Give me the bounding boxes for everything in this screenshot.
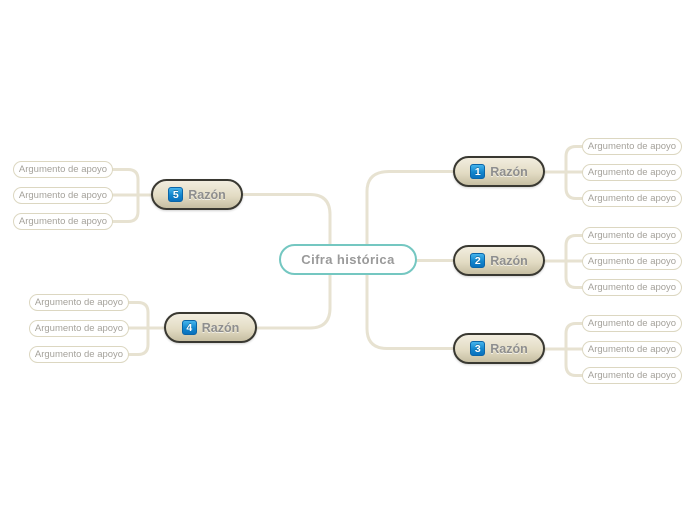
argument-label: Argumento de apoyo <box>34 297 124 308</box>
argument-node[interactable]: Argumento de apoyo <box>582 367 682 384</box>
argument-label: Argumento de apoyo <box>18 164 108 175</box>
argument-node[interactable]: Argumento de apoyo <box>13 161 113 178</box>
argument-label: Argumento de apoyo <box>587 282 677 293</box>
branch-number-badge: 4 <box>181 320 197 335</box>
argument-label: Argumento de apoyo <box>587 256 677 267</box>
branch-number-badge: 3 <box>470 341 486 356</box>
branch-label: Razón <box>490 341 528 356</box>
branch-node-3[interactable]: 3 Razón <box>453 333 545 364</box>
branch-label: Razón <box>490 253 528 268</box>
argument-node[interactable]: Argumento de apoyo <box>582 253 682 270</box>
branch-label: Razón <box>490 164 528 179</box>
argument-node[interactable]: Argumento de apoyo <box>582 227 682 244</box>
argument-node[interactable]: Argumento de apoyo <box>582 315 682 332</box>
argument-label: Argumento de apoyo <box>34 323 124 334</box>
argument-node[interactable]: Argumento de apoyo <box>582 138 682 155</box>
branch-node-1[interactable]: 1 Razón <box>453 156 545 187</box>
branch-label: Razón <box>201 320 240 335</box>
branch-node-5[interactable]: 5 Razón <box>151 179 243 210</box>
argument-label: Argumento de apoyo <box>587 193 677 204</box>
root-label: Cifra histórica <box>301 252 395 267</box>
argument-label: Argumento de apoyo <box>587 318 677 329</box>
argument-node[interactable]: Argumento de apoyo <box>29 346 129 363</box>
argument-node[interactable]: Argumento de apoyo <box>29 320 129 337</box>
argument-label: Argumento de apoyo <box>18 190 108 201</box>
branch-number-badge: 2 <box>470 253 486 268</box>
argument-label: Argumento de apoyo <box>587 370 677 381</box>
argument-label: Argumento de apoyo <box>34 349 124 360</box>
argument-node[interactable]: Argumento de apoyo <box>582 190 682 207</box>
argument-node[interactable]: Argumento de apoyo <box>29 294 129 311</box>
root-node[interactable]: Cifra histórica <box>279 244 417 275</box>
argument-label: Argumento de apoyo <box>587 167 677 178</box>
branch-number-badge: 5 <box>168 187 184 202</box>
argument-label: Argumento de apoyo <box>587 230 677 241</box>
argument-label: Argumento de apoyo <box>587 344 677 355</box>
argument-node[interactable]: Argumento de apoyo <box>582 279 682 296</box>
argument-label: Argumento de apoyo <box>587 141 677 152</box>
branch-node-4[interactable]: 4 Razón <box>164 312 257 343</box>
argument-node[interactable]: Argumento de apoyo <box>582 341 682 358</box>
argument-label: Argumento de apoyo <box>18 216 108 227</box>
argument-node[interactable]: Argumento de apoyo <box>13 187 113 204</box>
argument-node[interactable]: Argumento de apoyo <box>582 164 682 181</box>
argument-node[interactable]: Argumento de apoyo <box>13 213 113 230</box>
branch-node-2[interactable]: 2 Razón <box>453 245 545 276</box>
branch-number-badge: 1 <box>470 164 486 179</box>
branch-label: Razón <box>188 187 226 202</box>
